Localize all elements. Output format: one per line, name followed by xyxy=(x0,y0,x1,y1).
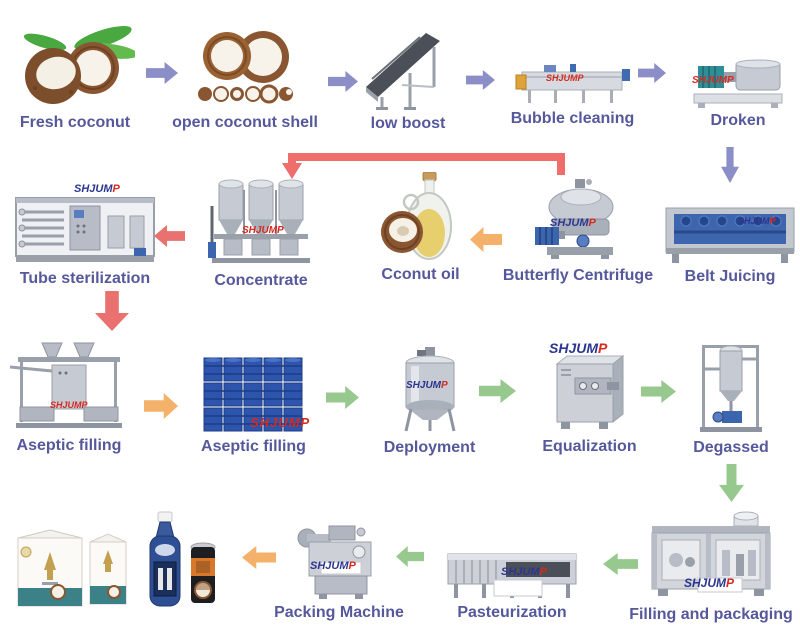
step-concentrate: Concentrate xyxy=(200,170,322,290)
shjump-logo: SHJUMP xyxy=(406,380,448,391)
step-filling-and-packaging: Filling and packaging xyxy=(622,504,800,624)
step-label: Belt Juicing xyxy=(684,268,776,286)
droken-image xyxy=(693,59,783,109)
step-equalization: Equalization xyxy=(532,338,647,456)
shjump-logo: SHJUMP xyxy=(50,400,88,410)
step-aseptic-filling-1: Aseptic filling xyxy=(3,333,135,455)
low-boost-image xyxy=(366,33,440,111)
butterfly-centrifuge-image xyxy=(534,179,613,260)
shjump-logo: SHJUMP xyxy=(310,560,356,572)
step-fresh-coconut: Fresh coconut xyxy=(2,8,148,132)
step-label: Droken xyxy=(710,112,766,130)
step-degassed: Degassed xyxy=(690,333,772,457)
step-aseptic-filling-2: Aseptic filling xyxy=(196,352,311,456)
arrow-degassed-to-filling xyxy=(719,464,744,502)
step-label: Butterfly Centrifuge xyxy=(502,267,654,285)
step-low-boost: low boost xyxy=(352,18,464,133)
degassed-machine-image xyxy=(700,345,762,433)
bubble-cleaning-image xyxy=(515,64,630,104)
shjump-logo: SHJUMP xyxy=(549,340,608,356)
aseptic-filling-machine-image xyxy=(9,342,122,429)
shjump-logo: SHJUMP xyxy=(242,225,284,236)
arrow-aseptic2-to-deployment xyxy=(326,386,359,409)
pasteurization-machine-image xyxy=(447,553,577,599)
step-belt-juicing: Belt Juicing xyxy=(660,194,800,286)
arrow-droken-to-beltjuicing xyxy=(721,147,739,183)
arrow-lowboost-to-bubble xyxy=(466,70,495,90)
step-label: Concentrate xyxy=(214,272,308,290)
belt-juicing-image xyxy=(665,207,795,264)
tube-sterilization-image xyxy=(15,197,155,263)
shjump-logo: SHJUMP xyxy=(250,415,311,430)
blue-drums-image xyxy=(203,357,302,432)
step-butterfly-centrifuge: Butterfly Centrifuge xyxy=(498,172,658,285)
equalization-machine-image xyxy=(555,355,624,430)
step-label: Degassed xyxy=(693,439,769,457)
step-bubble-cleaning: Bubble cleaning xyxy=(500,48,645,128)
coconut-oil-image xyxy=(380,172,452,261)
step-cconut-oil: Cconut oil xyxy=(368,170,473,284)
step-label: Filling and packaging xyxy=(629,606,793,624)
step-label: Deployment xyxy=(383,439,476,457)
open-coconut-shell-image xyxy=(198,31,293,104)
step-open-coconut-shell: open coconut shell xyxy=(165,12,325,132)
product-can-image xyxy=(190,542,216,603)
deployment-tank-image xyxy=(404,347,455,432)
step-packing-machine: Packing Machine xyxy=(266,510,412,622)
shjump-logo: SHJUMP xyxy=(738,216,776,226)
shjump-logo: SHJUMP xyxy=(684,576,735,590)
arrow-tube-to-aseptic xyxy=(95,291,129,331)
step-label: Pasteurization xyxy=(457,604,567,622)
step-label: open coconut shell xyxy=(172,114,318,132)
concentrate-image xyxy=(208,179,310,264)
step-label: Bubble cleaning xyxy=(510,110,635,128)
product-carton-box-image xyxy=(17,529,83,607)
filling-packaging-machine-image xyxy=(651,511,771,597)
shjump-logo: SHJUMP xyxy=(501,566,547,578)
shjump-logo: SHJUMP xyxy=(692,75,734,86)
step-pasteurization: Pasteurization xyxy=(432,530,592,622)
step-label: Equalization xyxy=(542,438,637,456)
fresh-coconut-image xyxy=(23,26,135,105)
step-tube-sterilization: Tube sterilization xyxy=(5,180,165,288)
step-droken: Droken xyxy=(678,50,798,130)
product-bottle-image xyxy=(149,511,181,607)
shjump-logo: SHJUMP xyxy=(74,183,120,195)
step-label: Cconut oil xyxy=(381,266,460,284)
packing-machine-image xyxy=(297,525,372,600)
shjump-logo: SHJUMP xyxy=(550,217,596,229)
connector-centrifuge-to-concentrate xyxy=(282,153,565,179)
arrow-aseptic1-to-aseptic2 xyxy=(144,393,178,419)
step-label: Aseptic filling xyxy=(16,437,122,455)
step-label: low boost xyxy=(370,115,446,133)
product-carton-image xyxy=(89,533,127,605)
step-label: Aseptic filling xyxy=(201,438,306,456)
step-label: Fresh coconut xyxy=(19,114,131,132)
shjump-logo: SHJUMP xyxy=(546,73,584,83)
step-label: Tube sterilization xyxy=(19,270,151,288)
step-deployment: Deployment xyxy=(372,341,487,457)
step-label: Packing Machine xyxy=(274,604,404,622)
